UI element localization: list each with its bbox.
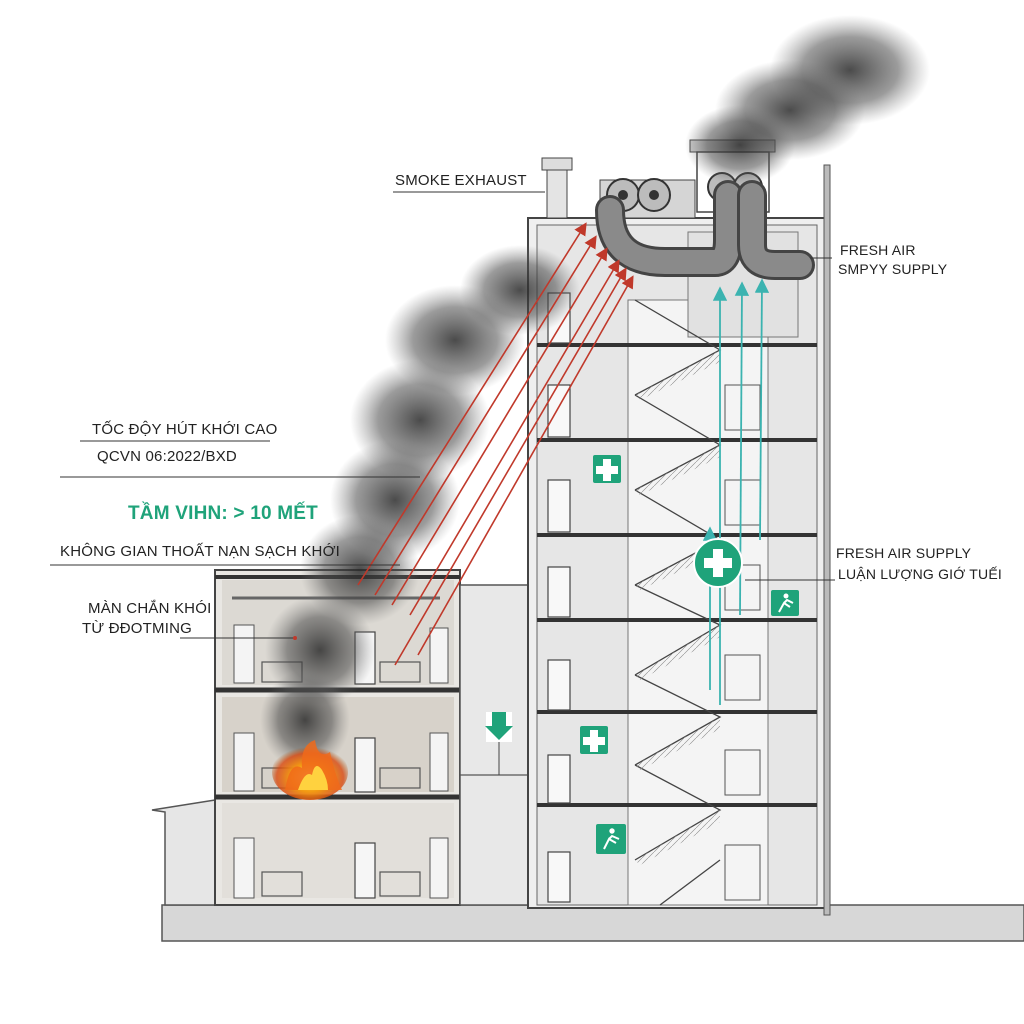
running-man-exit-icon [771, 590, 799, 616]
smoke-plume-icon [260, 15, 930, 770]
fire-icon [272, 740, 348, 800]
smoke-curtain-label: MÀN CHẮN KHÓI [88, 600, 212, 617]
first-aid-cross-icon [580, 726, 608, 754]
standard-label: QCVN 06:2022/BXD [97, 448, 237, 465]
escape-space-label: KHÔNG GIAN THOẤT NẠN SẠCH KHỚI [60, 543, 341, 560]
left-annex [151, 799, 216, 906]
fresh-air-right-sublabel: LUẬN LƯỢNG GIỚ TUẾI [838, 566, 1002, 582]
connector-block [459, 584, 531, 906]
smoke-exhaust-label: SMOKE EXHAUST [395, 172, 527, 189]
fresh-air-right-label: FRESH AIR SUPPLY [836, 545, 972, 561]
leader-lines [50, 191, 835, 639]
exhaust-ducts [595, 180, 815, 280]
smoke-flow-arrows [357, 222, 634, 666]
down-arrow-icon [485, 712, 513, 775]
first-aid-cross-icon [693, 538, 743, 588]
running-man-exit-icon [596, 824, 626, 854]
first-aid-cross-icon [593, 455, 621, 483]
ground-slab [161, 904, 1024, 942]
tall-building [527, 164, 831, 916]
smoke-curtain-sublabel: TỪ ĐĐOTMING [82, 620, 192, 637]
fresh-air-top-sublabel: SMPYY SUPPLY [838, 261, 948, 277]
visibility-label: TẦM VIHN: > 10 MẾT [128, 503, 318, 524]
fresh-air-top-label: FRESH AIR [840, 242, 916, 258]
speed-label: TỐC ĐỘY HÚT KHỚI CAO [92, 421, 278, 438]
